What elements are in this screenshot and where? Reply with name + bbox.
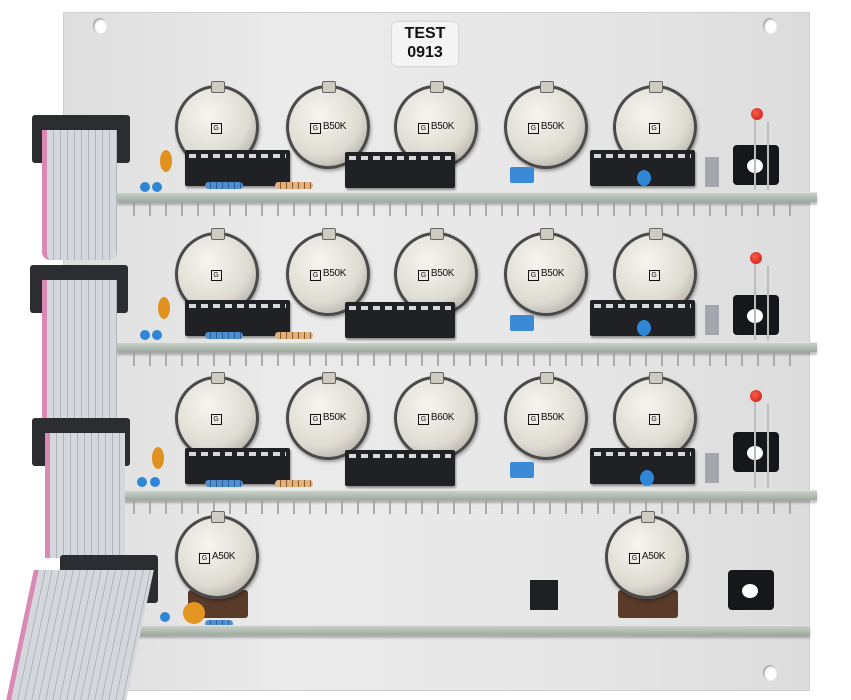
potentiometer[interactable]: G [613,372,697,460]
audio-jack[interactable] [733,295,779,335]
pot-logo-icon: G [527,414,539,425]
pot-logo-icon: G [648,123,660,134]
capacitor [160,612,170,622]
test-label: TEST 0913 [392,22,458,66]
pot-logo-icon: G [210,270,222,281]
potentiometer[interactable]: G [175,372,259,460]
resistor [275,332,313,339]
capacitor [152,330,162,340]
resistor [205,332,243,339]
test-label-line1: TEST [404,25,446,42]
capacitor [510,315,534,331]
led-leg [767,404,769,488]
pot-logo-icon: G [210,414,222,425]
ic-chip [185,448,290,484]
audio-jack[interactable] [728,570,774,610]
audio-jack[interactable] [733,432,779,472]
pot-logo-icon: G [309,123,321,134]
capacitor [152,182,162,192]
tantalum-capacitor [158,297,170,319]
solder-joints [125,500,795,514]
capacitor [640,470,654,486]
pcb-board [117,342,817,352]
mounting-hole-top-left [93,18,107,34]
pot-logo-icon: G [628,553,640,564]
ic-chip [345,302,455,338]
capacitor [637,170,651,186]
resistor [275,182,313,189]
resistor [205,182,243,189]
pot-logo-icon: G [527,270,539,281]
pin-header[interactable] [530,580,558,610]
led-indicator [750,252,762,264]
pot-logo-icon: G [198,553,210,564]
solder-joints [125,352,795,366]
pot-logo-icon: G [309,270,321,281]
pot-logo-icon: G [417,414,429,425]
pcb-board [117,490,817,500]
mounting-hole-top-right [763,18,777,34]
pot-logo-icon: G [527,123,539,134]
trimmer [705,305,719,335]
led-leg [767,266,769,340]
capacitor [140,330,150,340]
led-leg [754,118,756,190]
ribbon-cable [45,433,125,558]
led-indicator [750,390,762,402]
pot-logo-icon: G [210,123,222,134]
ribbon-cable [42,280,117,425]
capacitor [140,182,150,192]
pot-logo-icon: G [648,270,660,281]
mounting-hole-bottom-right [763,665,777,681]
led-leg [754,262,756,340]
audio-jack[interactable] [733,145,779,185]
pot-logo-icon: G [648,414,660,425]
pot-logo-icon: G [309,414,321,425]
trimmer [705,453,719,483]
capacitor [510,462,534,478]
pcb-board [117,192,817,202]
tantalum-capacitor [183,602,205,624]
resistor [205,480,243,487]
test-label-line2: 0913 [407,44,443,61]
trimmer [705,157,719,187]
ribbon-cable [42,130,117,260]
capacitor [510,167,534,183]
ic-chip [345,152,455,188]
capacitor [137,477,147,487]
led-leg [754,400,756,488]
ic-chip [345,450,455,486]
ic-chip [185,150,290,186]
pcb-board [120,625,810,635]
led-leg [767,122,769,190]
tantalum-capacitor [152,447,164,469]
capacitor [637,320,651,336]
led-indicator [751,108,763,120]
pot-logo-icon: G [417,270,429,281]
ic-chip [590,448,695,484]
capacitor [150,477,160,487]
pot-logo-icon: G [417,123,429,134]
solder-joints [125,202,795,216]
tantalum-capacitor [160,150,172,172]
resistor [275,480,313,487]
ic-chip [185,300,290,336]
resistor [205,620,233,627]
